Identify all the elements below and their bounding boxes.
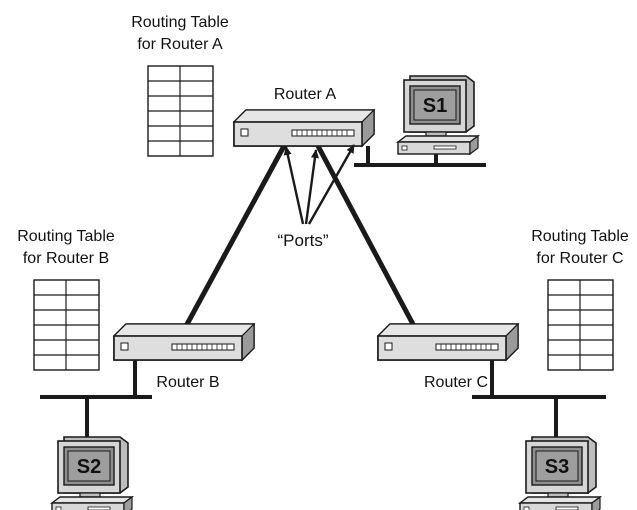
server-s2: S2 [51,436,133,510]
link-a-c [315,143,418,331]
routing-table-c [547,279,614,371]
connection-lines [182,143,418,331]
routing-table-a [147,65,214,157]
server-s3: S3 [519,436,601,510]
link-a-b [182,143,287,331]
port-arrow-left [283,146,305,225]
routing-table-b [33,279,100,371]
table-c-title-line1: Routing Table [531,228,629,245]
server-s2-label: S2 [77,456,101,478]
router-a-label: Router A [274,86,337,103]
server-s1: S1 [397,75,479,155]
port-arrows [283,144,356,225]
router-a [233,109,375,147]
router-c [377,323,519,361]
router-b-label: Router B [156,374,219,391]
server-s3-label: S3 [545,456,569,478]
server-s1-label: S1 [423,95,447,117]
port-arrow-middle [304,149,319,225]
router-c-label: Router C [424,374,488,391]
table-b-title-line2: for Router B [23,250,109,267]
lan-segments [40,146,606,440]
table-a-title-line2: for Router A [137,36,223,53]
table-a-title-line1: Routing Table [131,14,229,31]
ports-label: “Ports” [278,231,329,250]
router-b [113,323,255,361]
port-arrow-right [307,144,356,225]
table-b-title-line1: Routing Table [17,228,115,245]
table-c-title-line2: for Router C [536,250,623,267]
